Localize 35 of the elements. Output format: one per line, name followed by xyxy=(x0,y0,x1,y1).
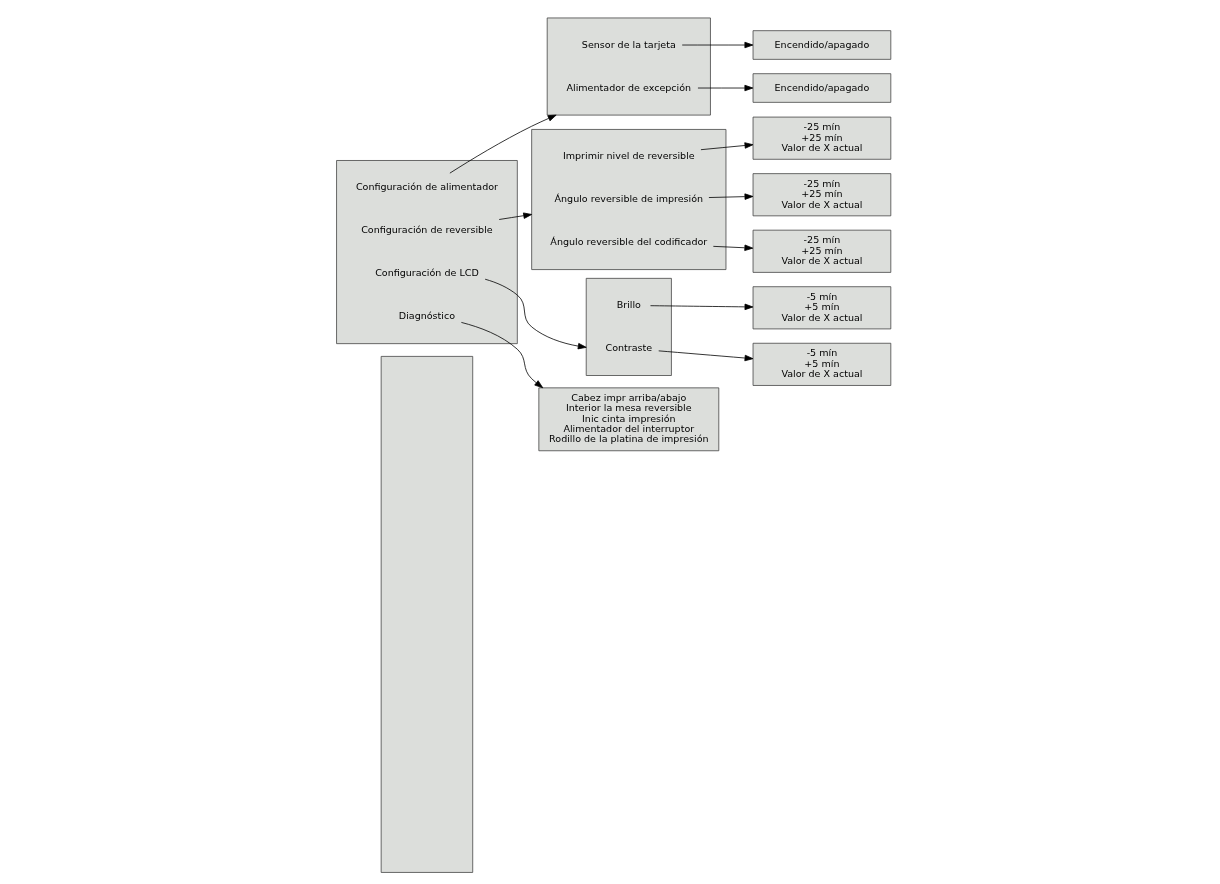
node-box: Encendido/apagado xyxy=(752,73,891,103)
arrow xyxy=(681,41,753,49)
node-text: Brillo xyxy=(616,298,641,310)
node-box: -5 mín +5 mín Valor de X actual xyxy=(752,286,891,330)
arrow xyxy=(697,84,753,92)
arrow xyxy=(460,322,543,389)
node-text: Sensor de la tarjeta xyxy=(581,38,676,50)
node-box: -25 mín +25 mín Valor de X actual xyxy=(752,116,891,160)
arrow xyxy=(449,114,557,174)
node-text: Imprimir nivel de reversible xyxy=(562,149,695,161)
arrow xyxy=(657,350,753,362)
node-text: Diagnóstico xyxy=(398,310,455,322)
node-text: Configuración de LCD xyxy=(374,267,479,279)
cluster xyxy=(335,160,518,345)
node-text: Configuración de alimentador xyxy=(355,181,498,193)
arrow xyxy=(498,212,532,220)
arrow xyxy=(484,278,587,350)
node-box: Cabez impr arriba/abajo Interior la mesa reversible Inic cinta impresión Alimentador del interruptor Rodillo de la platina de impresión xyxy=(537,387,719,452)
node-text: Configuración de reversible xyxy=(360,224,493,236)
node-box: -25 mín +25 mín Valor de X actual xyxy=(752,173,891,217)
arrow xyxy=(700,142,753,151)
arrow xyxy=(708,193,753,200)
node-text: Alimentador de excepción xyxy=(565,81,691,93)
node-box xyxy=(380,356,473,873)
arrow xyxy=(649,303,753,311)
cluster xyxy=(585,277,672,376)
cluster xyxy=(546,17,711,116)
cluster xyxy=(530,129,726,270)
node-text: Ángulo reversible de impresión xyxy=(554,192,703,204)
node-box: -25 mín +25 mín Valor de X actual xyxy=(752,229,891,273)
node-text: Contraste xyxy=(604,341,652,353)
node-box: Encendido/apagado xyxy=(752,30,891,60)
arrow xyxy=(712,244,753,251)
node-text: Ángulo reversible del codificador xyxy=(549,235,707,247)
node-box: -5 mín +5 mín Valor de X actual xyxy=(752,342,891,386)
